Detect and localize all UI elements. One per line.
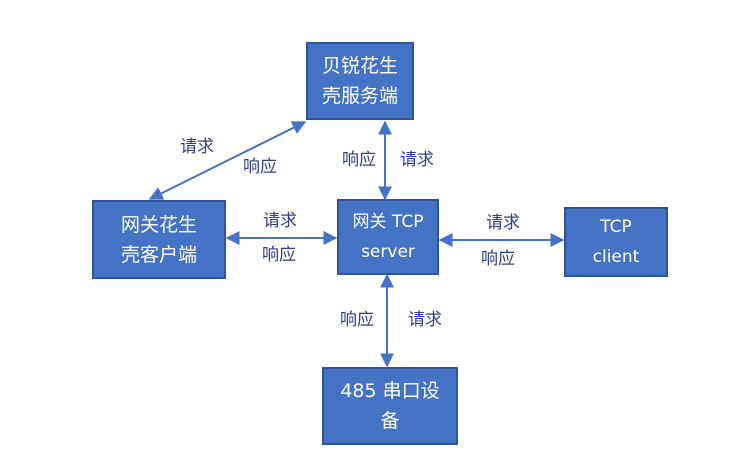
node-tcp-client: TCP client xyxy=(564,207,668,277)
label-right-response: 响应 xyxy=(481,249,515,269)
node-485-serial-device: 485 串口设 备 xyxy=(322,367,458,445)
label-bottom-request: 请求 xyxy=(408,310,442,330)
label-left-response: 响应 xyxy=(262,245,296,265)
node-label-line1: TCP xyxy=(600,217,632,237)
node-peanut-client: 网关花生 壳客户端 xyxy=(92,200,226,279)
node-label-line2: 壳服务端 xyxy=(321,85,398,107)
node-label-line2: client xyxy=(592,247,640,267)
node-label-line2: 备 xyxy=(380,410,400,432)
node-label-line1: 贝锐花生 xyxy=(321,55,398,77)
node-label-line1: 网关花生 xyxy=(120,213,197,236)
label-right-request: 请求 xyxy=(486,213,520,233)
label-vert-top-request: 请求 xyxy=(400,150,434,170)
label-bottom-response: 响应 xyxy=(340,310,374,330)
label-diag-request: 请求 xyxy=(180,137,214,157)
node-label-line1: 485 串口设 xyxy=(340,380,440,402)
node-label-line1: 网关 TCP xyxy=(352,212,424,232)
node-peanut-server: 贝锐花生 壳服务端 xyxy=(306,42,414,120)
node-label-line2: server xyxy=(361,242,415,262)
label-diag-response: 响应 xyxy=(243,157,277,177)
label-left-request: 请求 xyxy=(263,211,297,231)
node-label-line2: 壳客户端 xyxy=(120,243,197,266)
arrow-client-to-server-diagonal xyxy=(148,121,307,200)
node-gateway-tcp-server: 网关 TCP server xyxy=(337,199,439,275)
label-vert-top-response: 响应 xyxy=(342,150,376,170)
